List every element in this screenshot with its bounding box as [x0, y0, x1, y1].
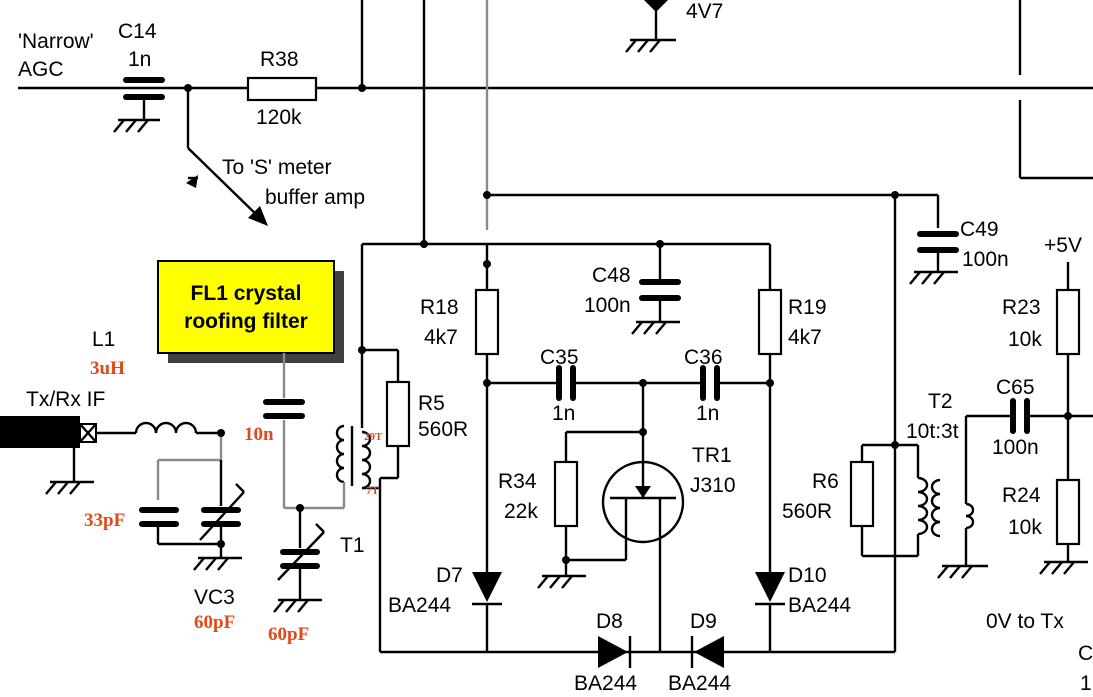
- agc-label: AGC: [18, 58, 64, 81]
- c-10n-value: 10n: [244, 424, 274, 445]
- d8-value: BA244: [574, 672, 637, 695]
- r5-label: R5: [418, 392, 445, 415]
- narrow-agc-label: 'Narrow': [18, 30, 94, 53]
- buffer-amp-label: buffer amp: [265, 186, 365, 209]
- d9-label: D9: [690, 610, 717, 633]
- c36-label: C36: [684, 346, 723, 369]
- d9-diode: [690, 636, 724, 668]
- tr1-jfet: [566, 383, 685, 652]
- r38-resistor: [246, 76, 318, 102]
- t2-value: 10t:3t: [906, 420, 959, 443]
- tr1-label: TR1: [692, 444, 732, 467]
- c35-value: 1n: [552, 402, 575, 425]
- r18-value: 4k7: [424, 326, 458, 349]
- t1-transformer: [284, 350, 380, 510]
- c14-capacitor: [113, 77, 165, 133]
- r38-label: R38: [260, 48, 299, 71]
- 4v7-label: 4V7: [686, 0, 723, 23]
- fl1-title: FL1 crystal: [191, 282, 302, 305]
- c-33pf-capacitor: [139, 507, 221, 546]
- ov-tx-label: 0V to Tx: [986, 610, 1064, 633]
- d10-label: D10: [788, 564, 827, 587]
- r19-value: 4k7: [788, 326, 822, 349]
- txrx-label: Tx/Rx IF: [26, 388, 105, 411]
- d8-diode: [598, 636, 632, 668]
- r23-resistor: [1055, 262, 1081, 480]
- r34-value: 22k: [504, 500, 538, 523]
- vc3-label: VC3: [194, 586, 235, 609]
- s-meter-arrow: [186, 88, 268, 226]
- c36-value: 1n: [696, 402, 719, 425]
- d7-value: BA244: [388, 594, 451, 617]
- r18-label: R18: [420, 296, 459, 319]
- r6-label: R6: [812, 470, 839, 493]
- fl1-subtitle: roofing filter: [184, 310, 308, 333]
- c-10n-capacitor: [263, 399, 305, 419]
- r24-resistor: [1039, 478, 1088, 575]
- mixer-frame: [360, 240, 897, 654]
- d10-diode: [755, 572, 785, 652]
- d7-diode: [472, 572, 502, 652]
- t1-29t-label: 29T: [364, 431, 383, 443]
- c65-capacitor: [966, 398, 1093, 434]
- filter-connections: [156, 353, 286, 508]
- gate-coupling: [483, 365, 774, 401]
- c48-capacitor: [631, 244, 681, 335]
- t1-label: T1: [340, 534, 365, 557]
- c-33pf-value: 33pF: [84, 510, 125, 531]
- c48-value: 100n: [584, 294, 631, 317]
- c35-label: C35: [540, 346, 579, 369]
- c65-value: 100n: [992, 436, 1039, 459]
- vc3-value: 60pF: [194, 612, 235, 633]
- r6-resistor: [849, 441, 918, 558]
- c49-value: 100n: [962, 248, 1009, 271]
- r5-value: 560R: [418, 418, 468, 441]
- t1-trimmer-value: 60pF: [268, 624, 309, 645]
- t1-trimmer: [273, 504, 325, 613]
- r24-label: R24: [1002, 484, 1041, 507]
- vc3-trimmer: [193, 460, 245, 571]
- t2-transformer: [916, 416, 988, 579]
- t1-7t-label: 7T: [366, 485, 380, 497]
- s-meter-label: To 'S' meter: [222, 156, 332, 179]
- d9-value: BA244: [668, 672, 731, 695]
- c14-value: 1n: [128, 48, 151, 71]
- fl1-filter-box: [157, 260, 344, 363]
- agc-bus-wire: [18, 0, 1093, 244]
- r18-resistor: [474, 288, 500, 356]
- plus5v-label: +5V: [1044, 234, 1082, 257]
- c14-label: C14: [118, 20, 157, 43]
- r23-label: R23: [1002, 296, 1041, 319]
- bias-rail: [483, 191, 940, 445]
- r19-label: R19: [788, 296, 827, 319]
- r6-value: 560R: [782, 500, 832, 523]
- edge-c-label: C: [1078, 642, 1093, 665]
- d8-label: D8: [596, 610, 623, 633]
- d7-label: D7: [436, 564, 463, 587]
- l1-inductor: [96, 421, 225, 437]
- d10-value: BA244: [788, 594, 851, 617]
- c49-capacitor: [909, 231, 959, 285]
- edge-1-label: 1: [1080, 672, 1092, 695]
- c49-label: C49: [960, 218, 999, 241]
- r24-value: 10k: [1008, 516, 1042, 539]
- c65-label: C65: [996, 376, 1035, 399]
- r38-value: 120k: [256, 106, 302, 129]
- c48-label: C48: [592, 264, 631, 287]
- l1-label: L1: [92, 328, 115, 351]
- zener-4v7: [625, 0, 676, 53]
- r19-resistor: [757, 288, 783, 356]
- r5-resistor: [358, 346, 411, 480]
- r23-value: 10k: [1008, 328, 1042, 351]
- txrx-connector: [0, 416, 97, 495]
- r34-label: R34: [498, 470, 537, 493]
- l1-value: 3uH: [90, 358, 125, 379]
- r34-resistor: [537, 432, 626, 589]
- tr1-value: J310: [690, 474, 736, 497]
- t2-label: T2: [928, 390, 953, 413]
